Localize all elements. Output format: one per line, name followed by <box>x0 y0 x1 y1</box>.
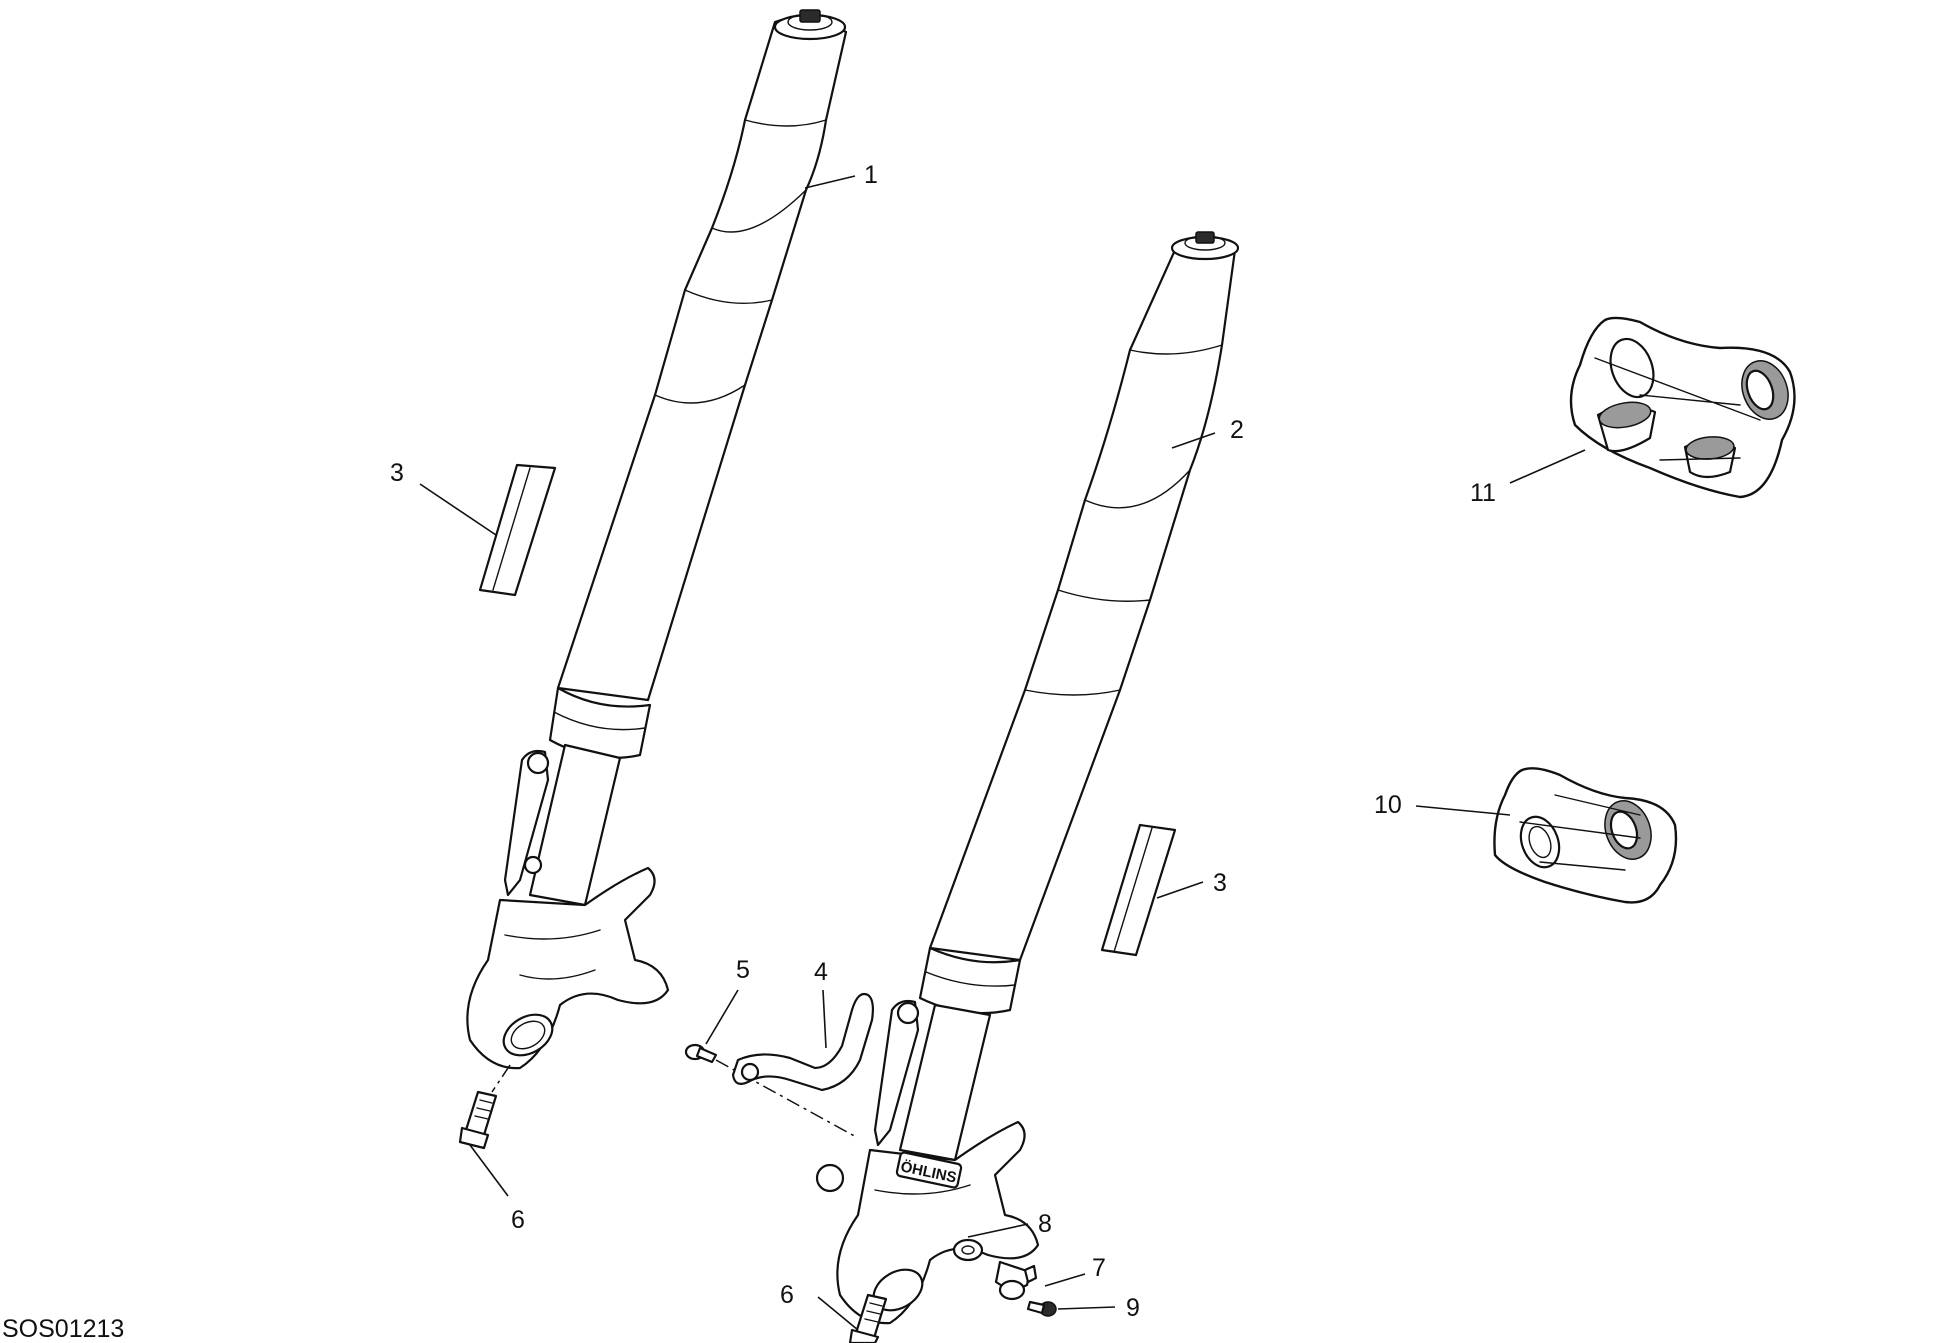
callout-10: 10 <box>1374 791 1402 819</box>
seal-kit-bag-11 <box>1569 316 1796 499</box>
callout-8: 8 <box>1038 1210 1052 1238</box>
callout-2: 2 <box>1230 416 1244 444</box>
callout-5: 5 <box>736 956 750 984</box>
callout-4: 4 <box>814 958 828 986</box>
sensor-bracket <box>731 992 874 1092</box>
callout-3b: 3 <box>1213 869 1227 897</box>
seal-kit-bag-10 <box>1493 767 1678 904</box>
callout-6a: 6 <box>511 1206 525 1234</box>
callout-7: 7 <box>1092 1254 1106 1282</box>
callout-3a: 3 <box>390 459 404 487</box>
bolt-right <box>848 1293 888 1343</box>
washer <box>952 1238 984 1262</box>
bolt-left <box>458 1090 498 1150</box>
speed-sensor <box>994 1260 1038 1301</box>
fork-leg-right <box>815 231 1240 1325</box>
leader-lines <box>419 175 1586 1331</box>
diagram-code: SOS01213 <box>2 1315 124 1343</box>
protector-strip-left <box>478 463 557 597</box>
fork-leg-left <box>466 9 848 1070</box>
sensor-screw <box>1026 1300 1057 1317</box>
callout-labels: 1 2 3 3 4 5 6 6 7 8 9 10 11 <box>390 161 1496 1322</box>
callout-11: 11 <box>1470 479 1496 507</box>
protector-strip-right <box>1100 823 1177 957</box>
callout-9: 9 <box>1126 1294 1140 1322</box>
callout-1: 1 <box>864 161 878 189</box>
screw <box>684 1043 718 1064</box>
callout-6b: 6 <box>780 1281 794 1309</box>
